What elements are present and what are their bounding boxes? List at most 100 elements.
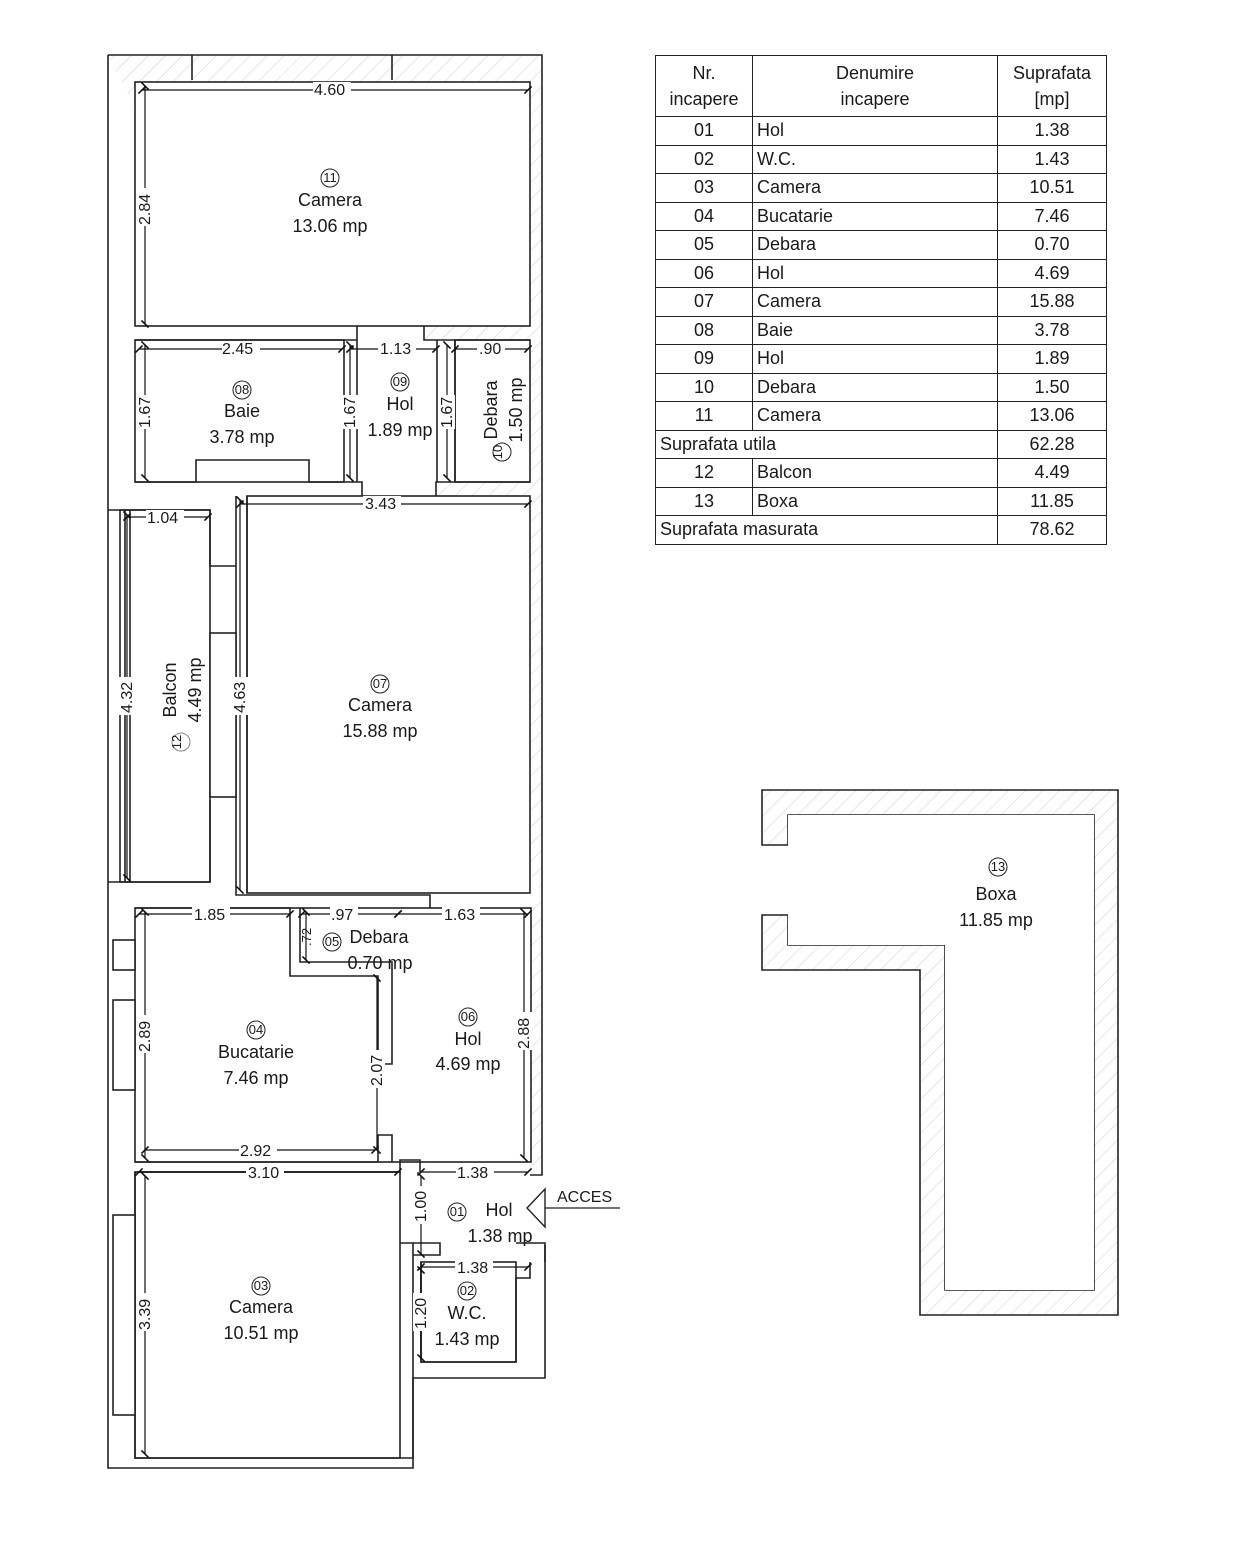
header-nr: Nr.incapere	[655, 55, 753, 117]
room-04-label: 04 Bucatarie 7.46 mp	[218, 1020, 294, 1088]
cell-area: 0.70	[997, 230, 1107, 260]
cell-area: 3.78	[997, 315, 1107, 345]
room-area: 10.51 mp	[223, 1323, 298, 1343]
room-name: Debara	[349, 927, 409, 947]
room-area: 7.46 mp	[223, 1068, 288, 1088]
room-name: Camera	[298, 190, 363, 210]
dim-label: 1.38	[457, 1260, 488, 1277]
cell-area: 1.38	[997, 116, 1107, 146]
dim-label: 1.38	[457, 1165, 488, 1182]
dim-label: 2.92	[240, 1143, 271, 1160]
dim-label: .90	[479, 341, 501, 358]
cell-area: 7.46	[997, 201, 1107, 231]
room-number: 13	[991, 859, 1005, 874]
room-12-label: 12 Balcon 4.49 mp	[160, 657, 205, 752]
room-number: 12	[169, 735, 184, 749]
dim-label: 1.04	[147, 510, 178, 527]
dim-label: 1.63	[444, 907, 475, 924]
dim-label: 2.84	[137, 194, 154, 225]
room-area: 4.49 mp	[185, 657, 205, 722]
cell-name: Baie	[752, 315, 998, 345]
cell-nr: 03	[655, 173, 753, 203]
boxa-walls	[761, 789, 1119, 1316]
cell-name: Hol	[752, 116, 998, 146]
cell-name: Bucatarie	[752, 201, 998, 231]
cell-area: 13.06	[997, 401, 1107, 431]
cell-area: 1.43	[997, 144, 1107, 174]
room-number: 11	[323, 170, 337, 185]
dim-label: 4.63	[232, 682, 249, 713]
cell-nr: 05	[655, 230, 753, 260]
room-area: 11.85 mp	[959, 910, 1033, 930]
cell-area: 1.50	[997, 372, 1107, 402]
cell-nr: 12	[655, 458, 753, 488]
arrow-left-icon	[526, 1187, 546, 1229]
cell-nr: 10	[655, 372, 753, 402]
room-area: 0.70 mp	[347, 953, 412, 973]
dim-label: 1.20	[413, 1298, 430, 1329]
access-arrow: ACCES	[526, 1187, 620, 1229]
cell-area: 4.69	[997, 258, 1107, 288]
room-area: 1.43 mp	[434, 1329, 499, 1349]
room-10-label: 10 Debara 1.50 mp	[481, 377, 526, 462]
room-number: 09	[393, 374, 407, 389]
dim-label: 1.13	[380, 341, 411, 358]
cell-name: Debara	[752, 230, 998, 260]
room-number: 07	[373, 676, 387, 691]
dim-label: 2.88	[516, 1018, 533, 1049]
header-area: Suprafata[mp]	[997, 55, 1107, 117]
summary-area: 78.62	[997, 515, 1107, 545]
cell-nr: 11	[655, 401, 753, 431]
summary-area: 62.28	[997, 429, 1107, 459]
cell-nr: 06	[655, 258, 753, 288]
dim-label: 3.39	[137, 1299, 154, 1330]
cell-name: Camera	[752, 401, 998, 431]
room-name: Bucatarie	[218, 1042, 294, 1062]
dim-label: 4.60	[314, 82, 345, 99]
room-area: 4.69 mp	[435, 1054, 500, 1074]
cell-name: Debara	[752, 372, 998, 402]
cell-area: 15.88	[997, 287, 1107, 317]
room-name: Hol	[454, 1029, 481, 1049]
cell-name: W.C.	[752, 144, 998, 174]
room-area: 1.38 mp	[467, 1226, 532, 1246]
room-name: Baie	[224, 401, 260, 421]
dim-label: 2.89	[137, 1021, 154, 1052]
room-05-label: 05 Debara 0.70 mp	[322, 927, 413, 973]
room-name: Boxa	[975, 884, 1017, 904]
dim-label: 1.67	[342, 397, 359, 428]
cell-name: Boxa	[752, 486, 998, 516]
room-area: 13.06 mp	[292, 216, 367, 236]
room-01-label: 01 Hol 1.38 mp	[447, 1200, 533, 1246]
cell-area: 10.51	[997, 173, 1107, 203]
summary-label: Suprafata masurata	[655, 515, 998, 545]
room-number: 08	[235, 382, 249, 397]
room-name: Hol	[386, 394, 413, 414]
cell-nr: 04	[655, 201, 753, 231]
dim-label: 2.07	[369, 1055, 386, 1086]
dim-label: 3.43	[365, 496, 396, 513]
cell-nr: 08	[655, 315, 753, 345]
apartment-walls	[107, 54, 546, 1469]
room-name: Debara	[481, 379, 501, 439]
dim-label: 1.67	[137, 397, 154, 428]
room-09-label: 09 Hol 1.89 mp	[367, 372, 433, 440]
room-07-label: 07 Camera 15.88 mp	[342, 674, 418, 741]
cell-nr: 09	[655, 344, 753, 374]
room-number: 04	[249, 1022, 263, 1037]
room-08-label: 08 Baie 3.78 mp	[209, 380, 275, 447]
cell-nr: 01	[655, 116, 753, 146]
dim-label: 1.85	[194, 907, 225, 924]
